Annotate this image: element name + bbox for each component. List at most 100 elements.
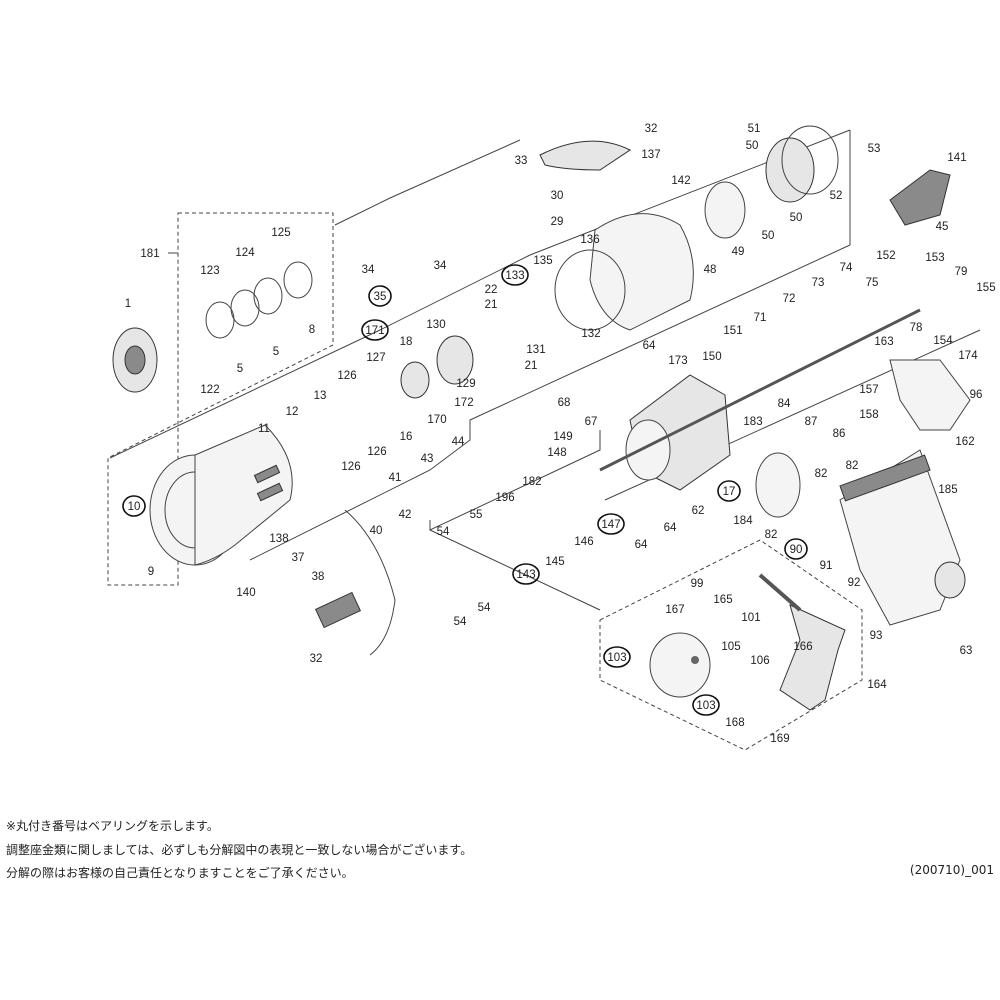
bearing-marker-103 [603, 646, 631, 668]
part-label-173: 173 [668, 355, 687, 367]
part-label-54: 54 [437, 526, 450, 538]
part-label-38: 38 [312, 571, 325, 583]
part-label-40: 40 [370, 525, 383, 537]
part-label-157: 157 [859, 384, 878, 396]
part-label-16: 16 [400, 431, 413, 443]
part-label-153: 153 [925, 252, 944, 264]
part-label-51: 51 [748, 123, 761, 135]
note-responsibility: 分解の際はお客様の自己責任となりますことをご了承ください。 [6, 866, 354, 880]
part-label-171: 171 [365, 325, 384, 337]
part-label-150: 150 [702, 351, 721, 363]
part-label-33: 33 [515, 155, 528, 167]
part-label-50: 50 [762, 230, 775, 242]
part-label-105: 105 [721, 641, 740, 653]
part-label-78: 78 [910, 322, 923, 334]
part-label-149: 149 [553, 431, 572, 443]
part-label-74: 74 [840, 262, 853, 274]
part-label-73: 73 [812, 277, 825, 289]
part-label-127: 127 [366, 352, 385, 364]
part-label-182: 182 [522, 476, 541, 488]
part-label-154: 154 [933, 335, 953, 347]
part-label-34: 34 [434, 260, 447, 272]
bearing-marker-35 [368, 285, 392, 307]
part-label-152: 152 [876, 250, 895, 262]
body-cover [839, 449, 961, 626]
part-label-5: 5 [237, 363, 243, 375]
part-label-17: 17 [723, 486, 736, 498]
part-label-184: 184 [733, 515, 753, 527]
part-label-145: 145 [545, 556, 564, 568]
part-label-8: 8 [309, 324, 315, 336]
part-label-91: 91 [820, 560, 833, 572]
part-label-63: 63 [960, 645, 973, 657]
part-label-1: 1 [125, 298, 131, 310]
part-label-55: 55 [470, 509, 483, 521]
part-label-86: 86 [833, 428, 846, 440]
bearing-marker-171 [361, 319, 389, 341]
part-label-103: 103 [607, 652, 626, 664]
part-label-122: 122 [200, 384, 219, 396]
part-label-106: 106 [750, 655, 769, 667]
part-label-41: 41 [389, 472, 402, 484]
part-label-172: 172 [454, 397, 473, 409]
part-label-148: 148 [547, 447, 566, 459]
part-label-165: 165 [713, 594, 732, 606]
part-label-143: 143 [516, 569, 535, 581]
handle-knob [649, 632, 711, 698]
part-label-96: 96 [970, 389, 983, 401]
part-label-42: 42 [399, 509, 412, 521]
part-label-62: 62 [692, 505, 705, 517]
part-label-168: 168 [725, 717, 744, 729]
part-label-155: 155 [976, 282, 995, 294]
part-label-68: 68 [558, 397, 571, 409]
part-label-87: 87 [805, 416, 818, 428]
part-label-196: 196 [495, 492, 514, 504]
spool-kit-outline [107, 212, 334, 586]
part-label-44: 44 [452, 436, 465, 448]
part-label-82: 82 [815, 468, 828, 480]
part-label-141: 141 [947, 152, 966, 164]
part-label-22: 22 [485, 284, 498, 296]
bearing-marker-143 [512, 563, 540, 585]
part-label-35: 35 [374, 291, 387, 303]
part-label-29: 29 [551, 216, 564, 228]
part-label-140: 140 [236, 587, 255, 599]
part-label-166: 166 [793, 641, 812, 653]
part-label-123: 123 [200, 265, 219, 277]
group-outlines [107, 212, 863, 751]
part-label-18: 18 [400, 336, 413, 348]
notes-block: ※丸付き番号はベアリングを示します。 調整座金類に関しましては、必ずしも分解図中… [6, 815, 472, 886]
part-label-10: 10 [128, 501, 141, 513]
part-label-147: 147 [601, 519, 620, 531]
part-label-53: 53 [868, 143, 881, 155]
assembly-lines [109, 129, 981, 611]
diagram-code: (200710)_001 [909, 863, 994, 877]
handle-kit-outline [599, 539, 863, 751]
part-label-174: 174 [958, 350, 978, 362]
part-label-103: 103 [696, 700, 715, 712]
part-label-129: 129 [456, 378, 475, 390]
part-label-84: 84 [778, 398, 791, 410]
part-label-82: 82 [765, 529, 778, 541]
part-label-50: 50 [746, 140, 759, 152]
part-label-32: 32 [645, 123, 658, 135]
part-label-132: 132 [581, 328, 600, 340]
part-label-138: 138 [269, 533, 288, 545]
part-label-52: 52 [830, 190, 843, 202]
note-washers: 調整座金類に関しましては、必ずしも分解図中の表現と一致しない場合がございます。 [6, 842, 473, 857]
part-label-164: 164 [867, 679, 887, 691]
part-label-64: 64 [643, 340, 656, 352]
part-label-50: 50 [790, 212, 803, 224]
part-label-9: 9 [148, 566, 154, 578]
part-label-146: 146 [574, 536, 593, 548]
bearing-marker-103 [692, 694, 720, 716]
part-label-72: 72 [783, 293, 796, 305]
part-label-5: 5 [273, 346, 279, 358]
part-label-71: 71 [754, 312, 767, 324]
part-label-64: 64 [664, 522, 677, 534]
part-label-92: 92 [848, 577, 861, 589]
part-label-54: 54 [478, 602, 491, 614]
part-label-49: 49 [732, 246, 745, 258]
rotor [589, 213, 694, 331]
